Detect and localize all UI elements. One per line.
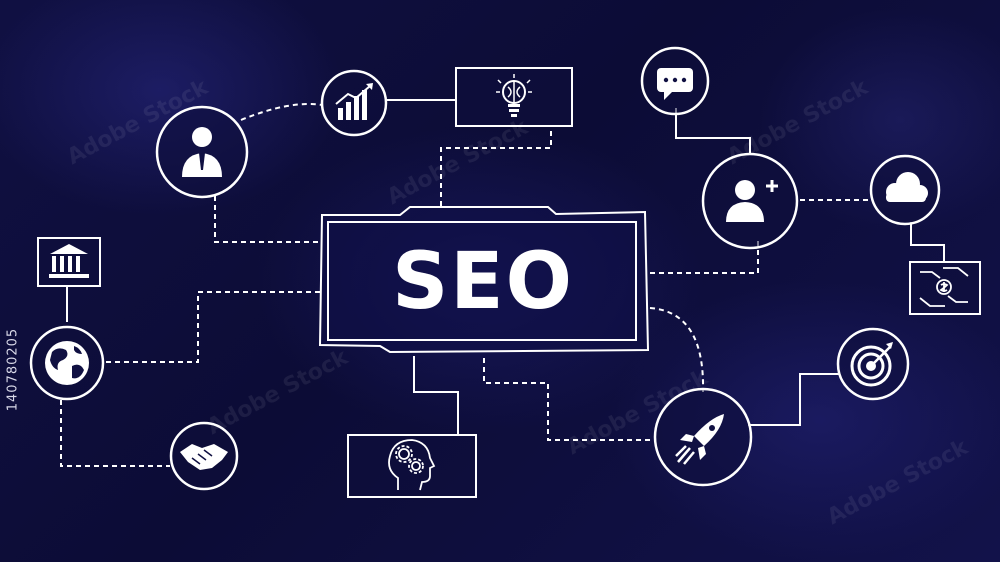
rocket-icon bbox=[675, 414, 724, 465]
businessman-icon bbox=[182, 127, 222, 177]
target-icon bbox=[850, 342, 893, 387]
add-user-icon bbox=[726, 180, 778, 222]
seo-headline: SEO bbox=[392, 237, 574, 327]
cloud-icon bbox=[886, 172, 928, 202]
growth-chart-icon bbox=[335, 83, 373, 120]
handshake-icon bbox=[180, 444, 228, 470]
connector-seo-adduser bbox=[650, 240, 759, 274]
connector-rocket-target bbox=[748, 373, 840, 426]
connector-seo-rocket-curve bbox=[649, 307, 705, 393]
connector-seo-idea bbox=[440, 126, 552, 206]
head-gears-icon bbox=[388, 439, 436, 491]
globe-icon bbox=[45, 341, 89, 385]
user-circle bbox=[155, 105, 249, 199]
money-hands-icon bbox=[919, 267, 969, 307]
connector-seo-rocket bbox=[483, 358, 656, 441]
adduser-circle bbox=[701, 152, 799, 250]
chat-bubble-icon bbox=[657, 68, 693, 100]
lightbulb-brain-icon bbox=[496, 74, 532, 117]
connectors bbox=[60, 99, 945, 467]
connector-user-seo bbox=[214, 196, 322, 243]
connector-globe-handshake bbox=[60, 400, 170, 467]
connector-seo-globe bbox=[104, 291, 320, 363]
bank-icon bbox=[49, 244, 89, 278]
seo-frame bbox=[318, 206, 650, 354]
connector-seo-head bbox=[413, 356, 459, 435]
connector-chat-adduser bbox=[675, 108, 751, 155]
connector-cloud-money bbox=[910, 222, 945, 262]
connector-user-chart bbox=[240, 103, 323, 121]
stock-id-label: 140780205 bbox=[5, 327, 21, 412]
